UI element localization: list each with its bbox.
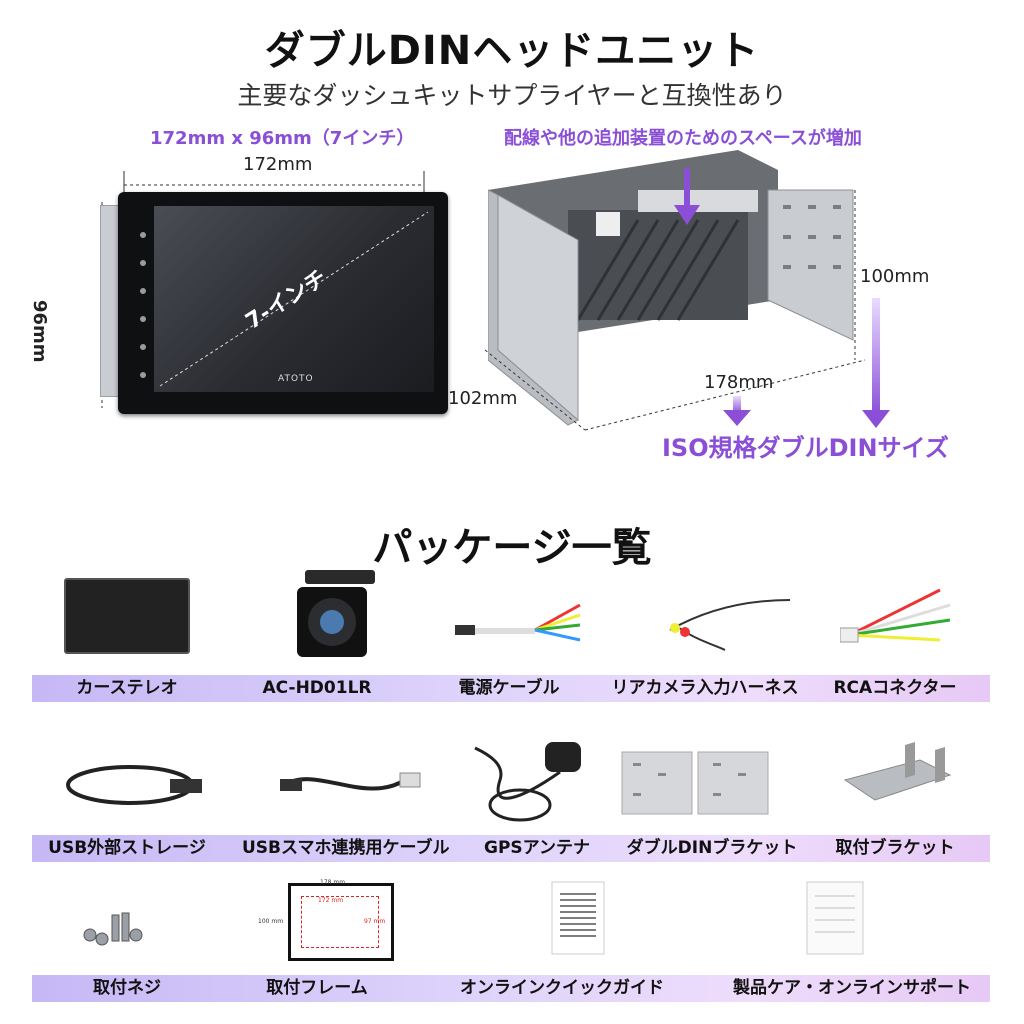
quick-guide-thumb	[551, 881, 605, 955]
package-item: 取付ネジ	[93, 978, 161, 998]
din-depth-label: 102mm	[448, 388, 518, 409]
diagonal-line	[159, 211, 429, 387]
package-item: カーステレオ	[76, 678, 178, 698]
unit-width-dimension	[123, 171, 425, 193]
din-height-label: 100mm	[860, 266, 930, 287]
stereo-buttons	[140, 210, 146, 400]
package-row-1: カーステレオ AC-HD01LR 電源ケーブル リアカメラ入力ハーネス RCAコ…	[32, 675, 990, 702]
package-item: 電源ケーブル	[458, 678, 560, 698]
package-item: AC-HD01LR	[262, 678, 372, 698]
unit-height-label: 96mm	[29, 300, 50, 363]
page-title: ダブルDINヘッドユニット	[264, 28, 760, 74]
package-item: ダブルDINブラケット	[626, 838, 798, 858]
package-item: GPSアンテナ	[484, 838, 590, 858]
mounting-bracket-thumb	[843, 742, 952, 801]
package-item: USBスマホ連携用ケーブル	[242, 838, 450, 858]
frame-outer-height: 100 mm	[258, 918, 284, 925]
screws-thumb	[83, 912, 143, 946]
product-care-thumb	[806, 881, 864, 955]
usb-phone-cable-thumb	[280, 772, 421, 791]
package-item: 製品ケア・オンラインサポート	[733, 978, 971, 998]
frame-inner-height: 97 mm	[364, 918, 386, 925]
power-cable-thumb	[455, 603, 581, 642]
arrow-height-head	[862, 410, 890, 428]
package-row-3: 取付ネジ 取付フレーム オンラインクイックガイド 製品ケア・オンラインサポート	[32, 975, 990, 1002]
frame-inner-width: 172 mm	[318, 897, 344, 904]
space-increase-label: 配線や他の追加装置のためのスペースが増加	[504, 128, 862, 149]
package-item: USB外部ストレージ	[48, 838, 206, 858]
page-subtitle: 主要なダッシュキットサプライヤーと互換性あり	[237, 81, 787, 110]
iso-size-label: ISO規格ダブルDINサイズ	[662, 434, 949, 462]
package-row-2: USB外部ストレージ USBスマホ連携用ケーブル GPSアンテナ ダブルDINブ…	[32, 835, 990, 862]
car-stereo-thumb	[64, 578, 190, 654]
din-width-label: 178mm	[704, 372, 774, 393]
rear-camera-harness-thumb	[669, 599, 791, 651]
double-din-image	[488, 150, 854, 426]
gps-antenna-thumb	[474, 742, 581, 822]
package-item: リアカメラ入力ハーネス	[611, 678, 799, 698]
camera-thumb	[297, 570, 375, 657]
package-title: パッケージ一覧	[372, 525, 652, 571]
mounting-frame-thumb	[288, 883, 394, 961]
unit-width-label: 172mm	[243, 154, 313, 175]
double-din-bracket-thumb	[621, 751, 769, 815]
arrow-width	[733, 396, 741, 414]
unit-size-label: 172mm x 96mm（7インチ）	[150, 128, 415, 149]
din-dimension-lines	[484, 190, 866, 431]
package-item: オンラインクイックガイド	[460, 978, 664, 998]
package-item: 取付ブラケット	[835, 838, 955, 858]
rca-connector-thumb	[840, 588, 951, 643]
arrow-width-head	[723, 410, 751, 426]
usb-storage-cable-thumb	[66, 765, 202, 805]
package-item: 取付フレーム	[266, 978, 368, 998]
frame-inner-outline	[301, 896, 379, 948]
brand-logo: ATOTO	[278, 374, 314, 384]
arrow-height	[872, 298, 880, 416]
stereo-screen	[154, 206, 434, 392]
frame-outer-width: 178 mm	[320, 879, 346, 886]
package-item: RCAコネクター	[833, 678, 957, 698]
